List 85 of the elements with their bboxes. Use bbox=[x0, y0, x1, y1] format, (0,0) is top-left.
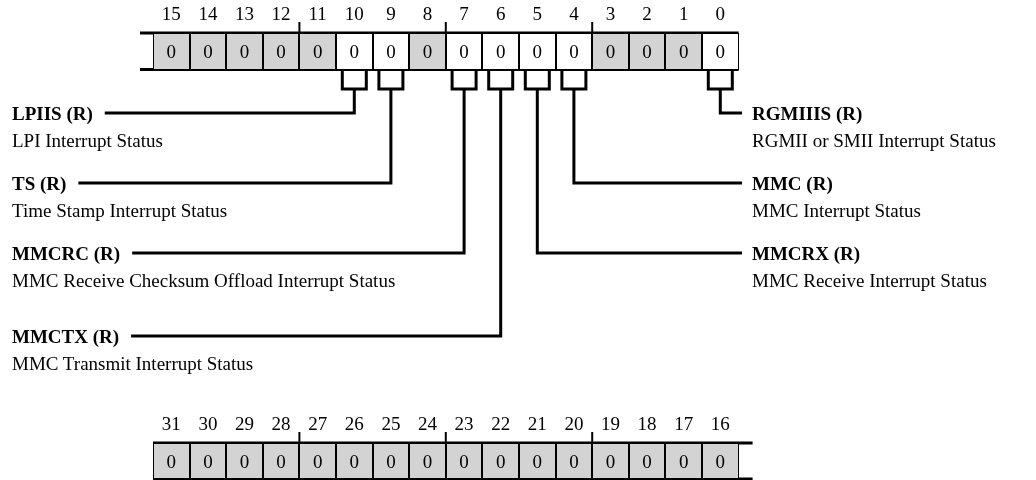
field-name: MMCTX (R) bbox=[12, 324, 120, 349]
register-bit-cell: 0 bbox=[226, 33, 263, 70]
register-bit-cell: 0 bbox=[189, 33, 227, 70]
bit-number: 11 bbox=[307, 3, 328, 25]
leader-line bbox=[523, 68, 744, 255]
register-bit-cell: 0 bbox=[336, 443, 373, 479]
field-description: MMC Receive Interrupt Status bbox=[752, 268, 988, 293]
register-bit-cell: 0 bbox=[336, 33, 373, 70]
field-name: TS (R) bbox=[12, 171, 67, 196]
leader-line bbox=[130, 68, 478, 255]
register-bit-cell: 0 bbox=[299, 443, 336, 479]
bit-number: 26 bbox=[343, 413, 365, 435]
bit-number: 2 bbox=[641, 3, 653, 25]
register-bit-cell: 0 bbox=[555, 33, 593, 70]
register-bit-cell: 0 bbox=[409, 443, 446, 479]
register-bit-cell: 0 bbox=[592, 443, 629, 479]
leader-line bbox=[129, 68, 515, 338]
bit-number: 6 bbox=[494, 3, 507, 25]
bit-number: 0 bbox=[714, 3, 727, 25]
register-bit-cell: 0 bbox=[592, 33, 629, 70]
register-bit-cell: 0 bbox=[445, 33, 483, 70]
bit-number: 24 bbox=[417, 413, 438, 435]
field-name: RGMIIIS (R) bbox=[752, 101, 863, 126]
bit-number: 9 bbox=[385, 3, 397, 25]
register-bit-cell: 0 bbox=[372, 33, 410, 70]
bit-number: 18 bbox=[636, 413, 658, 435]
bit-number: 1 bbox=[677, 3, 690, 25]
register-bit-cell: 0 bbox=[702, 33, 739, 70]
bit-number: 12 bbox=[270, 3, 292, 25]
bit-number: 8 bbox=[421, 3, 434, 25]
bit-number: 10 bbox=[343, 3, 365, 25]
bit-number: 22 bbox=[490, 413, 512, 435]
register-bit-cell: 0 bbox=[482, 33, 519, 70]
bit-number: 4 bbox=[568, 3, 580, 25]
field-description: LPI Interrupt Status bbox=[12, 128, 164, 153]
field-name: MMC (R) bbox=[752, 171, 833, 196]
register-bit-cell: 0 bbox=[153, 443, 190, 479]
leader-line bbox=[560, 68, 744, 185]
bit-number: 30 bbox=[197, 413, 219, 435]
register-bit-cell: 0 bbox=[372, 443, 410, 479]
register-bit-cell: 0 bbox=[555, 443, 593, 479]
register-bit-cell: 0 bbox=[409, 33, 446, 70]
bit-number: 13 bbox=[234, 3, 255, 25]
register-bit-cell: 0 bbox=[189, 443, 227, 479]
bit-number: 28 bbox=[270, 413, 292, 435]
bit-number: 3 bbox=[604, 3, 617, 25]
field-name: MMCRX (R) bbox=[752, 241, 861, 266]
field-description: RGMII or SMII Interrupt Status bbox=[752, 128, 997, 153]
register-bit-cell: 0 bbox=[519, 443, 556, 479]
bit-number: 15 bbox=[160, 3, 182, 25]
register-bit-cell: 0 bbox=[519, 33, 556, 70]
register-bit-cell: 0 bbox=[226, 443, 263, 479]
register-bit-cell: 0 bbox=[299, 33, 336, 70]
field-description: MMC Transmit Interrupt Status bbox=[12, 351, 255, 376]
register-bit-cell: 0 bbox=[628, 33, 666, 70]
bit-number: 17 bbox=[673, 413, 695, 435]
register-bit-cell: 0 bbox=[665, 33, 702, 70]
register-bit-cell: 0 bbox=[628, 443, 666, 479]
bit-number: 27 bbox=[307, 413, 329, 435]
leader-line bbox=[706, 68, 744, 115]
bit-number: 19 bbox=[600, 413, 621, 435]
bit-number: 20 bbox=[563, 413, 585, 435]
bit-number: 16 bbox=[709, 413, 731, 435]
register-bit-cell: 0 bbox=[482, 443, 519, 479]
bit-number: 7 bbox=[458, 3, 470, 25]
register-bit-cell: 0 bbox=[702, 443, 739, 479]
field-name: LPIIS (R) bbox=[12, 101, 93, 126]
bit-number: 21 bbox=[526, 413, 548, 435]
register-bit-cell: 0 bbox=[665, 443, 702, 479]
bit-number: 5 bbox=[531, 3, 544, 25]
bit-number: 29 bbox=[234, 413, 255, 435]
field-description: Time Stamp Interrupt Status bbox=[12, 198, 229, 223]
bit-number: 25 bbox=[380, 413, 402, 435]
register-bit-cell: 0 bbox=[262, 33, 300, 70]
register-bit-cell: 0 bbox=[153, 33, 190, 70]
bit-number: 23 bbox=[453, 413, 475, 435]
bit-number: 31 bbox=[160, 413, 182, 435]
leader-line bbox=[103, 68, 368, 115]
bit-number: 14 bbox=[197, 3, 219, 25]
leader-line bbox=[76, 68, 405, 185]
register-bit-cell: 0 bbox=[262, 443, 300, 479]
register-bit-cell: 0 bbox=[445, 443, 483, 479]
field-description: MMC Interrupt Status bbox=[752, 198, 922, 223]
field-description: MMC Receive Checksum Offload Interrupt Status bbox=[12, 268, 397, 293]
field-name: MMCRC (R) bbox=[12, 241, 121, 266]
